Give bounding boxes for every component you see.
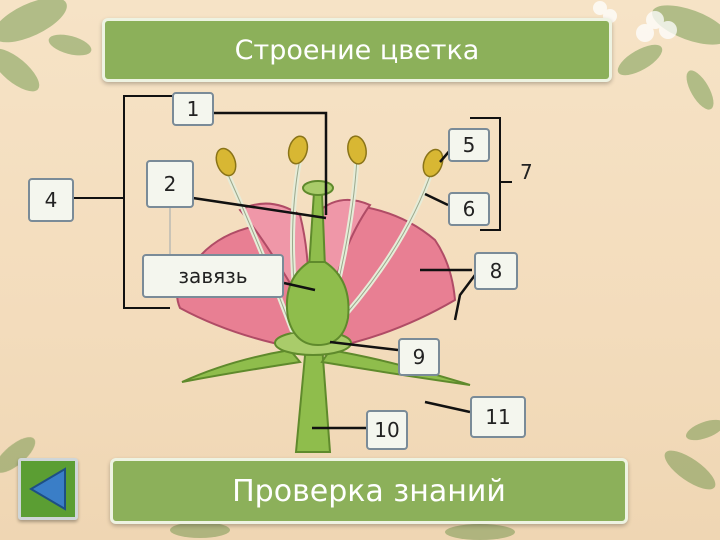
pointer-9 xyxy=(329,340,399,352)
pistil-stigma xyxy=(302,180,334,196)
triangle-left-icon xyxy=(29,467,66,511)
pointer-2 xyxy=(192,196,327,220)
page-title: Строение цветка xyxy=(102,18,612,82)
anther-2 xyxy=(287,135,309,165)
pistil-style xyxy=(307,191,327,269)
label-11[interactable]: 11 xyxy=(470,396,526,438)
label-8[interactable]: 8 xyxy=(474,252,518,290)
bracket-right xyxy=(470,117,501,231)
corner-leaves-top-right xyxy=(617,5,720,110)
pointer-6 xyxy=(424,192,449,207)
top-right-blossoms xyxy=(593,1,677,42)
bottom-vine xyxy=(0,419,720,540)
sepal-left xyxy=(181,348,302,383)
label-9[interactable]: 9 xyxy=(398,338,440,376)
label-7[interactable]: 7 xyxy=(520,160,533,184)
label-1[interactable]: 1 xyxy=(172,92,214,126)
label-10[interactable]: 10 xyxy=(366,410,408,450)
pointer-8 xyxy=(453,274,476,321)
label-2[interactable]: 2 xyxy=(146,160,194,208)
pointer-1 xyxy=(214,111,328,215)
sepal-right xyxy=(320,348,471,386)
pistil-ovary xyxy=(285,261,350,347)
anther-4 xyxy=(422,148,444,178)
back-button[interactable] xyxy=(18,458,78,520)
label-ovary[interactable]: завязь xyxy=(142,254,284,298)
label-5[interactable]: 5 xyxy=(448,128,490,162)
check-knowledge-button[interactable]: Проверка знаний xyxy=(110,458,628,524)
pointer-ovary xyxy=(283,281,316,292)
pointer-11 xyxy=(424,400,471,414)
label-4[interactable]: 4 xyxy=(28,178,74,222)
label-6[interactable]: 6 xyxy=(448,192,490,226)
anther-1 xyxy=(215,147,237,177)
corner-leaves-top-left xyxy=(0,0,92,92)
bracket-left-outer xyxy=(123,95,172,309)
anther-3 xyxy=(347,135,367,165)
